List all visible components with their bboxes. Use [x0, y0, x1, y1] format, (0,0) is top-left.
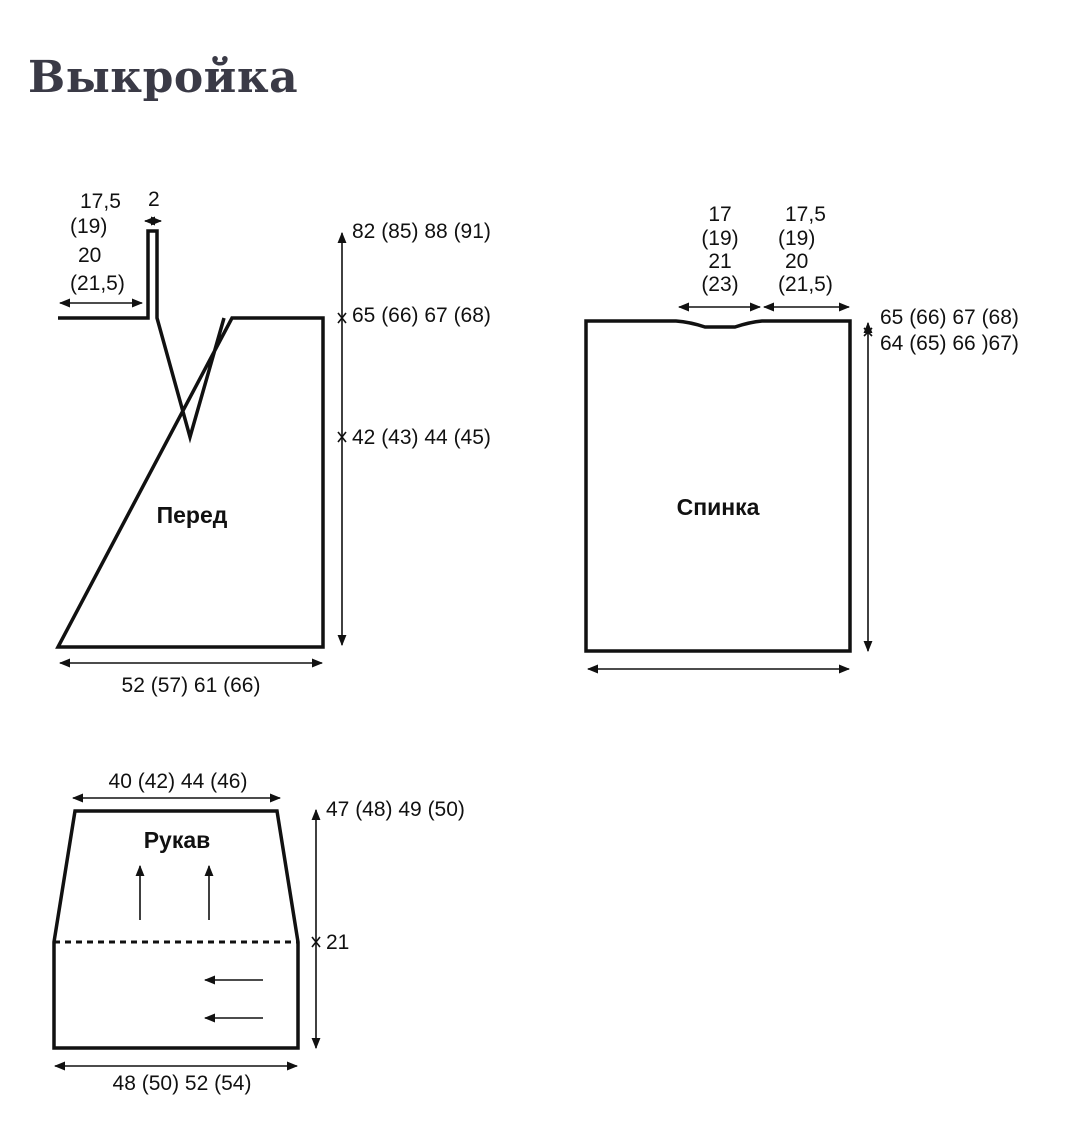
back-label: Спинка — [677, 494, 760, 520]
front-label: Перед — [157, 502, 228, 528]
back-piece: 17 (19) 21 (23) 17,5 (19) 20 (21,5) 65 (… — [584, 203, 1019, 674]
back-shoulder-text: 17,5 — [785, 203, 826, 226]
front-shoulder-text: 20 — [78, 244, 101, 267]
back-height-tick — [863, 327, 873, 337]
page-title: Выкройка — [28, 52, 299, 103]
sleeve-cuff-height: 21 — [326, 931, 349, 954]
back-neck-text: 21 — [708, 250, 731, 273]
front-height-ticks — [337, 312, 347, 443]
sleeve-bottom-width: 48 (50) 52 (54) — [113, 1072, 252, 1095]
sleeve-label: Рукав — [144, 827, 211, 853]
front-shoulder-text: (19) — [70, 215, 107, 238]
front-piece: 17,5 (19) 20 (21,5) 2 82 (85) 88 (91) 65… — [55, 188, 491, 697]
front-height-neck: 42 (43) 44 (45) — [352, 426, 491, 449]
sleeve-height-tick — [311, 936, 321, 948]
front-shoulder-text: 17,5 — [80, 190, 121, 213]
back-height-1: 65 (66) 67 (68) — [880, 306, 1019, 329]
front-shoulder-text: (21,5) — [70, 272, 125, 295]
sleeve-piece: 40 (42) 44 (46) 47 (48) 49 (50) 21 48 (5… — [52, 770, 465, 1095]
back-shoulder-text: (21,5) — [778, 273, 833, 296]
sleeve-height: 47 (48) 49 (50) — [326, 798, 465, 821]
back-height-2: 64 (65) 66 )67) — [880, 332, 1019, 355]
front-band-text: 2 — [148, 188, 160, 211]
back-outline — [584, 319, 852, 653]
front-outline — [55, 229, 325, 649]
back-neck-text: 17 — [708, 203, 731, 226]
back-shoulder-text: 20 — [785, 250, 808, 273]
back-neck-text: (19) — [701, 227, 738, 250]
front-height-total: 82 (85) 88 (91) — [352, 220, 491, 243]
back-shoulder-text: (19) — [778, 227, 815, 250]
back-neck-text: (23) — [701, 273, 738, 296]
front-width: 52 (57) 61 (66) — [122, 674, 261, 697]
front-height-shoulder: 65 (66) 67 (68) — [352, 304, 491, 327]
sleeve-top-width: 40 (42) 44 (46) — [109, 770, 248, 793]
